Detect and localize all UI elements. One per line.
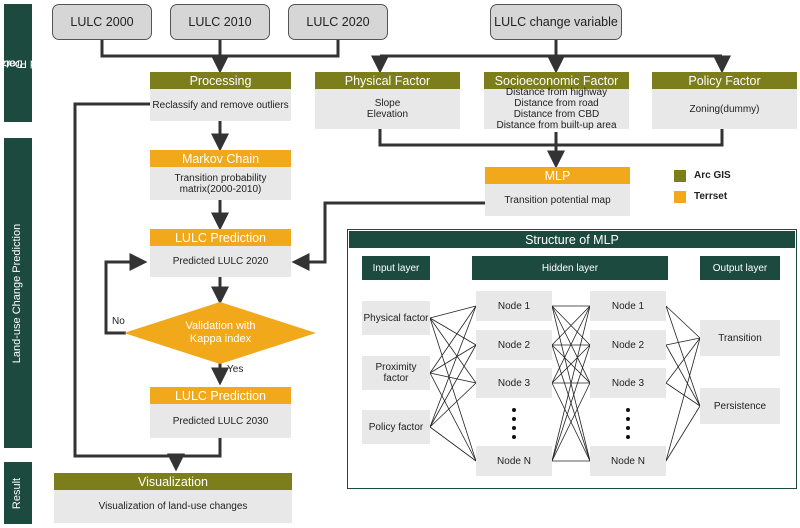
side-label-result: Result bbox=[4, 462, 32, 524]
legend-swatch-terrset bbox=[674, 191, 686, 203]
network-edge bbox=[429, 372, 477, 384]
hidden1-node: Node 3 bbox=[476, 368, 552, 398]
network-edge bbox=[665, 305, 701, 407]
lulc-prediction-2020-body: Predicted LULC 2020 bbox=[150, 246, 291, 277]
network-edge bbox=[665, 382, 701, 407]
input-node: Policy factor bbox=[362, 410, 430, 444]
network-edge bbox=[551, 305, 591, 384]
hidden2-node: Node N bbox=[590, 446, 666, 476]
socioeconomic-factor-body: Distance from highway Distance from road… bbox=[484, 87, 629, 131]
validation-label: Validation with Kappa index bbox=[185, 320, 256, 345]
no-branch-label: No bbox=[112, 316, 125, 327]
network-edge bbox=[429, 344, 477, 428]
network-edge bbox=[551, 305, 591, 346]
network-edge bbox=[429, 382, 477, 428]
lulc-prediction-2030-header: LULC Prediction bbox=[150, 387, 291, 404]
network-edge bbox=[665, 337, 701, 346]
network-edge bbox=[429, 372, 477, 462]
policy-factor-header: Policy Factor bbox=[652, 72, 797, 89]
network-edge bbox=[429, 317, 477, 346]
network-edge bbox=[665, 337, 701, 384]
hidden2-node: Node 1 bbox=[590, 291, 666, 321]
network-edge bbox=[429, 305, 477, 374]
network-edge bbox=[429, 426, 477, 462]
network-edge bbox=[429, 305, 477, 428]
hidden-layer-label: Hidden layer bbox=[472, 256, 668, 280]
network-edge bbox=[551, 344, 591, 462]
network-edge bbox=[665, 344, 701, 407]
processing-body: Reclassify and remove outliers bbox=[150, 89, 291, 121]
hidden1-node: Node 1 bbox=[476, 291, 552, 321]
legend-label-arcgis: Arc GIS bbox=[694, 170, 731, 181]
input-node: Physical factor bbox=[362, 301, 430, 335]
socioeconomic-factor-header: Socioeconomic Factor bbox=[484, 72, 629, 89]
mlp-header: MLP bbox=[485, 167, 630, 184]
input-node: Proximity factor bbox=[362, 356, 430, 390]
yes-branch-label: Yes bbox=[227, 364, 244, 375]
network-edge bbox=[429, 317, 477, 462]
physical-factor-header: Physical Factor bbox=[315, 72, 460, 89]
physical-factor-body: Slope Elevation bbox=[315, 89, 460, 129]
mlp-body: Transition potential map bbox=[485, 184, 630, 216]
network-edge bbox=[429, 344, 477, 374]
hidden2-node: Node 3 bbox=[590, 368, 666, 398]
markov-chain-header: Markov Chain bbox=[150, 150, 291, 167]
hidden1-node: Node N bbox=[476, 446, 552, 476]
legend-label-terrset: Terrset bbox=[694, 191, 728, 202]
network-edge bbox=[551, 344, 591, 384]
network-edge bbox=[665, 305, 701, 339]
validation-diamond bbox=[124, 302, 316, 364]
lulc-prediction-2030-body: Predicted LULC 2030 bbox=[150, 404, 291, 438]
hidden1-node: Node 2 bbox=[476, 330, 552, 360]
output-layer-label: Output layer bbox=[700, 256, 780, 280]
output-node: Transition bbox=[700, 320, 780, 356]
processing-header: Processing bbox=[150, 72, 291, 89]
network-edge bbox=[551, 382, 591, 462]
input-change-variable: LULC change variable bbox=[490, 4, 622, 40]
markov-chain-body: Transition probability matrix(2000-2010) bbox=[150, 167, 291, 200]
mlp-structure-title: Structure of MLP bbox=[349, 231, 795, 248]
lulc-prediction-2020-header: LULC Prediction bbox=[150, 229, 291, 246]
network-edge bbox=[429, 317, 477, 384]
network-edge bbox=[429, 305, 477, 319]
input-lulc-2000: LULC 2000 bbox=[52, 4, 152, 40]
network-edge bbox=[665, 405, 701, 462]
visualization-body: Visualization of land-use changes bbox=[54, 490, 292, 523]
output-node: Persistence bbox=[700, 388, 780, 424]
side-label-prediction: Land-use Change Prediction bbox=[4, 138, 32, 448]
input-layer-label: Input layer bbox=[362, 256, 430, 280]
visualization-header: Visualization bbox=[54, 473, 292, 490]
policy-factor-body: Zoning(dummy) bbox=[652, 89, 797, 129]
input-lulc-2020: LULC 2020 bbox=[288, 4, 388, 40]
hidden2-node: Node 2 bbox=[590, 330, 666, 360]
input-lulc-2010: LULC 2010 bbox=[170, 4, 270, 40]
network-edge bbox=[665, 337, 701, 462]
mlp-structure-frame bbox=[347, 229, 797, 489]
network-edge bbox=[551, 305, 591, 462]
legend-swatch-arcgis bbox=[674, 170, 686, 182]
